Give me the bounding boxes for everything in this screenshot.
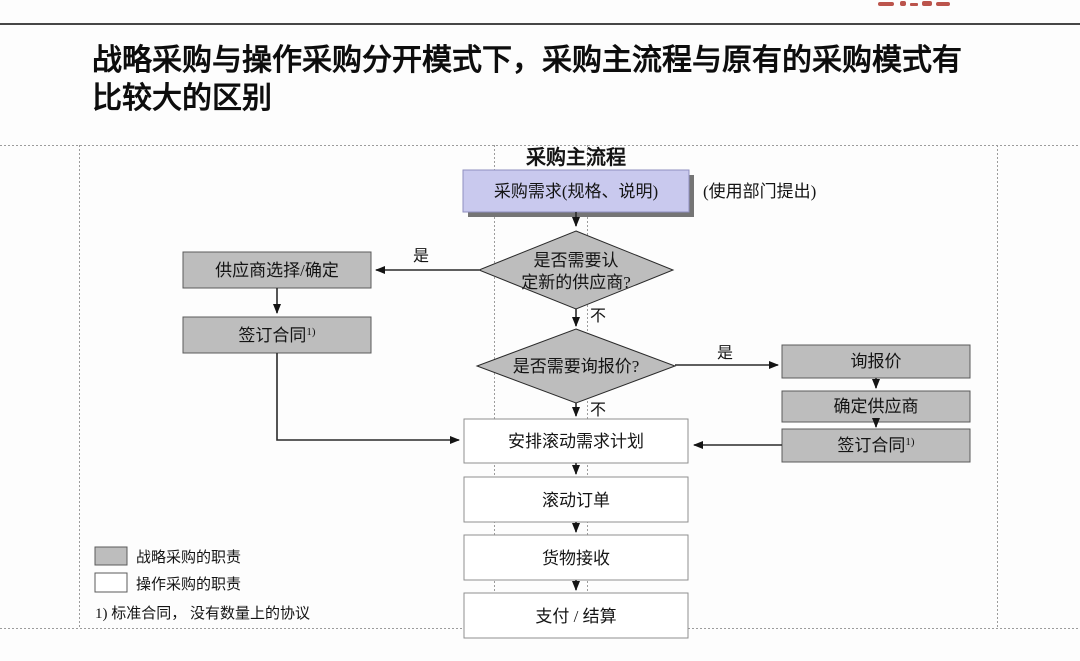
- sign-contract-right-text: 签订合同: [837, 436, 905, 455]
- payment-box: [463, 592, 689, 639]
- legend-operational-swatch: [94, 572, 128, 593]
- goods-receipt-label: 货物接收: [542, 549, 610, 568]
- rolling-order-box: [463, 476, 689, 523]
- flow-header: 采购主流程: [526, 145, 626, 169]
- demand-box-label: 采购需求(规格、说明): [494, 182, 658, 201]
- slide-title-line2: 比较大的区别: [92, 82, 272, 115]
- slide-title-line1: 战略采购与操作采购分开模式下，采购主流程与原有的采购模式有: [92, 44, 962, 77]
- logo-mark: [900, 1, 906, 6]
- confirm-supplier-box: [781, 390, 971, 423]
- legend-operational-label: 操作采购的职责: [136, 576, 241, 593]
- rolling-plan-label: 安排滚动需求计划: [508, 432, 644, 451]
- decision-new-supplier-line1: 是否需要认: [534, 251, 619, 270]
- logo-mark: [922, 1, 932, 6]
- logo-mark: [936, 2, 950, 6]
- sign-contract-right-sup: 1): [905, 436, 915, 448]
- decision-new-supplier-line2: 定新的供应商?: [521, 273, 631, 292]
- label-no-1: 不: [590, 308, 606, 325]
- label-yes-right: 是: [717, 345, 733, 362]
- logo-mark: [878, 2, 894, 6]
- label-yes-left: 是: [413, 248, 429, 265]
- connector-contract-rollingplan: [276, 353, 460, 444]
- rfq-label: 询报价: [851, 352, 902, 371]
- legend-strategic-swatch: [94, 546, 128, 566]
- sign-contract-left-text: 签订合同: [238, 326, 306, 345]
- decision-rfq-label: 是否需要询报价?: [513, 357, 640, 376]
- header-rule: [0, 23, 1080, 25]
- sign-contract-left-sup: 1): [306, 326, 316, 338]
- legend-strategic-label: 战略采购的职责: [136, 549, 241, 566]
- confirm-supplier-label: 确定供应商: [834, 397, 919, 416]
- demand-box: [462, 169, 690, 213]
- slide-title: 战略采购与操作采购分开模式下，采购主流程与原有的采购模式有 比较大的区别: [92, 42, 1012, 118]
- demand-note: (使用部门提出): [703, 181, 816, 201]
- legend: 战略采购的职责 操作采购的职责 1) 标准合同， 没有数量上的协议: [94, 546, 310, 622]
- payment-label: 支付 / 结算: [535, 607, 616, 626]
- decision-new-supplier: [477, 230, 675, 310]
- sign-contract-right-box: [781, 428, 971, 463]
- logo-fragment: [878, 1, 950, 6]
- label-no-2: 不: [590, 402, 606, 419]
- sign-contract-left-box: [182, 316, 372, 354]
- logo-mark: [910, 3, 918, 6]
- rolling-order-label: 滚动订单: [542, 491, 610, 510]
- goods-receipt-box: [463, 534, 689, 581]
- sign-contract-left-label: 签订合同1): [238, 326, 316, 345]
- rolling-plan-box: [463, 418, 689, 464]
- legend-footnote: 1) 标准合同， 没有数量上的协议: [95, 605, 310, 622]
- supplier-select-label: 供应商选择/确定: [215, 261, 339, 280]
- sign-contract-right-label: 签订合同1): [837, 436, 915, 455]
